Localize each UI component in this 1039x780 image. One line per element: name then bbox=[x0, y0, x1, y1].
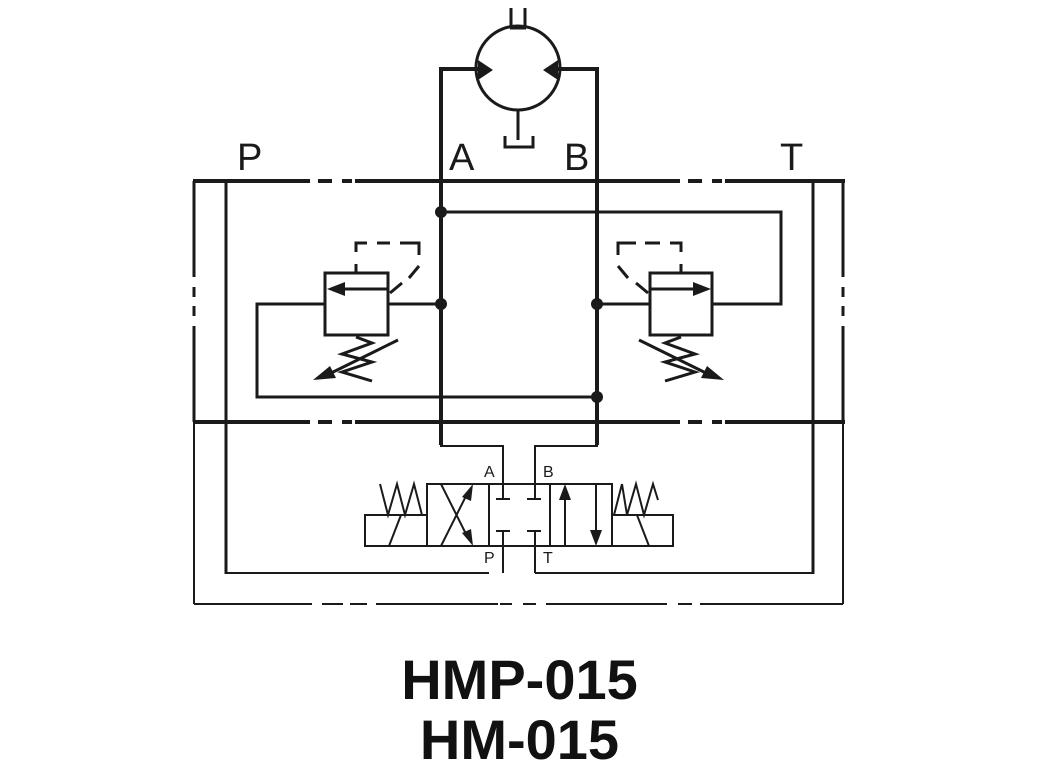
directional-valve: A B P T bbox=[364, 464, 674, 573]
relief-valve-left-spring bbox=[337, 335, 378, 383]
outer-bottom-outline bbox=[193, 422, 844, 605]
solenoid-right-body bbox=[611, 514, 674, 547]
relief-valve-right-adjust-line bbox=[638, 338, 713, 378]
junction-dot-b-mid bbox=[591, 298, 603, 310]
valve-envelope-center bbox=[488, 483, 551, 547]
right-envelope-arrow-down bbox=[590, 530, 602, 546]
line-a-to-valve bbox=[440, 422, 504, 496]
crossover-line-top bbox=[441, 210, 783, 306]
model-title-line1: HMP-015 bbox=[401, 648, 638, 711]
junction-dot-a-mid bbox=[435, 298, 447, 310]
left-envelope-cross-down bbox=[440, 483, 469, 539]
spring-right bbox=[613, 480, 659, 519]
port-label-p: P bbox=[237, 137, 262, 179]
relief-valve-right-pilot bbox=[616, 241, 683, 295]
port-label-a: A bbox=[449, 137, 475, 179]
left-envelope-cross-up bbox=[440, 491, 469, 547]
valve-port-label-p: P bbox=[484, 550, 495, 567]
left-envelope-arrow-down bbox=[462, 529, 473, 546]
valve-envelope-left bbox=[426, 483, 490, 547]
model-title-line2: HM-015 bbox=[419, 708, 620, 771]
valve-port-label-b: B bbox=[543, 464, 554, 481]
motor-drain-tank-icon bbox=[503, 136, 535, 149]
left-envelope-arrow-up bbox=[462, 484, 473, 501]
junction-dot-a-top bbox=[435, 206, 447, 218]
solenoid-left-coil bbox=[388, 514, 402, 547]
valve-port-label-a: A bbox=[484, 464, 495, 481]
junction-dot-b-bottom bbox=[591, 391, 603, 403]
line-b-motor bbox=[558, 67, 599, 445]
port-label-t: T bbox=[780, 137, 803, 179]
relief-valve-left-body bbox=[323, 271, 390, 337]
line-a-motor bbox=[439, 67, 478, 445]
solenoid-right-coil bbox=[636, 514, 650, 547]
motor-inlet-arrow-left bbox=[478, 60, 493, 80]
hydraulic-motor bbox=[474, 8, 562, 149]
relief-valve-left-pilot bbox=[354, 241, 421, 295]
relief-valve-right-flow-arrow bbox=[693, 282, 711, 296]
crossover-line-bottom bbox=[255, 302, 597, 399]
relief-valve-right-adjust-arrow bbox=[701, 366, 724, 380]
relief-valve-right-body bbox=[648, 271, 714, 337]
port-label-b: B bbox=[564, 137, 589, 179]
valve-port-label-t: T bbox=[543, 550, 553, 567]
motor-inlet-arrow-right bbox=[543, 60, 558, 80]
spring-left bbox=[379, 480, 423, 519]
relief-valve-left-flow-arrow bbox=[327, 282, 345, 296]
valve-envelope-right bbox=[549, 483, 613, 547]
relief-valve-right-spring bbox=[659, 335, 700, 383]
relief-valve-left-adjust-line bbox=[324, 338, 399, 378]
line-b-to-valve bbox=[534, 422, 598, 496]
relief-valve-left-adjust-arrow bbox=[313, 366, 336, 380]
right-envelope-arrow-up bbox=[559, 484, 571, 500]
relief-valve-right bbox=[616, 241, 724, 383]
relief-valve-left bbox=[313, 241, 421, 383]
manifold-block bbox=[192, 179, 845, 424]
